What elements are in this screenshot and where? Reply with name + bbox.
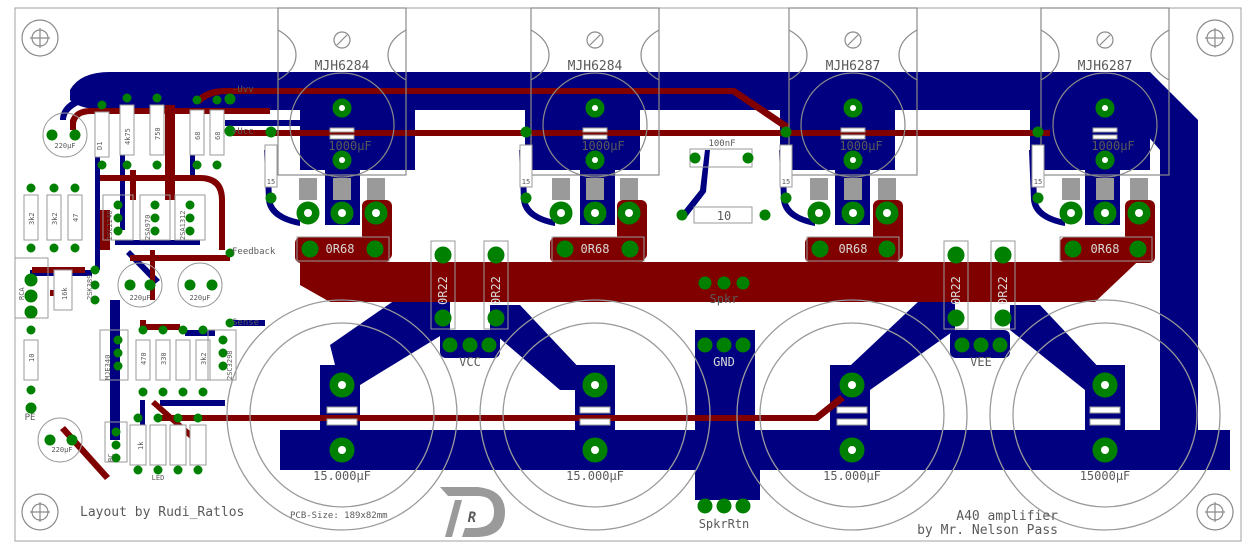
feedback-label: Feedback <box>232 247 276 257</box>
emitter-r-label-4: 0R68 <box>1091 242 1120 256</box>
q-left-label: 2SK389 <box>86 275 94 300</box>
emitter-r-label-3: 0R68 <box>839 242 868 256</box>
spkr-label: Spkr <box>710 292 739 306</box>
project-title: A40 amplifier <box>956 509 1058 524</box>
power-transistors <box>277 7 1170 178</box>
mount-hole-top-left <box>21 19 59 57</box>
transistor-label-2: MJH6284 <box>568 59 623 74</box>
transistor-q1 <box>277 7 407 178</box>
big-cap-label-3: 15.000µF <box>823 469 881 483</box>
big-cap-2 <box>479 299 711 531</box>
spkr-rtn-label: SpkrRtn <box>699 517 750 531</box>
ucc-label: +Ucc <box>232 127 254 137</box>
transistor-legs <box>299 178 1148 200</box>
resistor-outlines <box>264 144 1153 330</box>
transistor-label-3: MJH6287 <box>826 59 881 74</box>
rca-label: RCA <box>18 287 26 300</box>
c220-top-label: 220µF <box>54 142 75 150</box>
labels: MJH6284 MJH6284 MJH6287 MJH6287 1000µF 1… <box>18 59 1135 531</box>
r-3k2b-label: 3k2 <box>51 212 59 225</box>
c220-mid1-label: 220µF <box>129 294 150 302</box>
r-68a-label: 68 <box>194 132 202 140</box>
vee-label: VEE <box>970 355 992 369</box>
r-470-label: 470 <box>140 352 148 365</box>
project-author: by Mr. Nelson Pass <box>917 523 1058 538</box>
r15-label-4: 15 <box>1034 178 1042 186</box>
cap-100nf-label: 100nF <box>708 139 735 149</box>
transistor-q3 <box>788 7 918 178</box>
mount-hole-bottom-right <box>1196 493 1234 531</box>
emitter-r-label-1: 0R68 <box>326 242 355 256</box>
output-r-label-3: 0R22 <box>949 276 963 305</box>
big-cap-label-2: 15.000µF <box>566 469 624 483</box>
q-mid2-label: 2SA1312 <box>179 210 187 240</box>
r-3k2a-label: 3k2 <box>28 212 36 225</box>
q-top-label: 2SC2240 <box>106 210 114 240</box>
q-mid1-label: 2SA970 <box>144 215 152 240</box>
r-10-label: 10 <box>28 354 36 362</box>
output-r-label-4: 0R22 <box>996 276 1010 305</box>
r15-label-2: 15 <box>522 178 530 186</box>
pe-label: PE <box>25 413 36 423</box>
vcc-label: VCC <box>459 355 481 369</box>
pcb-size: PCB-Size: 189x82mm <box>290 511 388 521</box>
q-bot1-label: MJE340 <box>104 355 112 380</box>
q-bot2-label: 2SC3298 <box>226 350 234 380</box>
bc-label: BC <box>107 454 115 462</box>
r-16k-label: 16k <box>61 287 69 300</box>
r-750-label: 750 <box>154 127 162 140</box>
big-cap-label-1: 15.000µF <box>313 469 371 483</box>
r-4k75-label: 4k75 <box>124 128 132 145</box>
led-label: LED <box>152 474 165 482</box>
small-cap-label-4: 1000µF <box>1091 139 1134 153</box>
r-68b-label: 68 <box>214 132 222 140</box>
r-47-label: 47 <box>72 214 80 222</box>
mount-hole-top-right <box>1196 19 1234 57</box>
layout-credit: Layout by Rudi_Ratlos <box>80 505 244 520</box>
output-r-label-1: 0R22 <box>436 276 450 305</box>
emitter-r-label-2: 0R68 <box>581 242 610 256</box>
transistor-q2 <box>530 7 660 178</box>
uvv-label: -Uvv <box>232 85 254 95</box>
transistor-q4 <box>1040 7 1170 178</box>
small-cap-label-1: 1000µF <box>328 139 371 153</box>
output-r-label-2: 0R22 <box>489 276 503 305</box>
small-cap-label-2: 1000µF <box>581 139 624 153</box>
r-1k-label: 1k <box>137 441 145 450</box>
logo-icon: R <box>440 487 505 537</box>
d-label: D1 <box>96 142 104 150</box>
big-capacitors <box>226 299 1221 531</box>
r15-label-3: 15 <box>782 178 790 186</box>
big-cap-3 <box>736 299 968 531</box>
big-cap-symbols <box>326 406 1121 426</box>
sense-label: Sense <box>232 318 259 328</box>
c220-mid2-label: 220µF <box>189 294 210 302</box>
r10-label: 10 <box>717 209 731 223</box>
r-330-label: 330 <box>160 352 168 365</box>
r-3k2c-label: 3k2 <box>200 352 208 365</box>
logo-letter: R <box>468 510 476 526</box>
pad-holes <box>304 105 1143 454</box>
mounting-holes <box>21 19 1234 531</box>
small-cap-symbols <box>329 127 1118 140</box>
r15-label-1: 15 <box>267 178 275 186</box>
mount-hole-bottom-left <box>21 493 59 531</box>
transistor-label-1: MJH6284 <box>315 59 370 74</box>
gnd-label: GND <box>713 355 735 369</box>
c220-bot-label: 220µF <box>51 446 72 454</box>
small-cap-label-3: 1000µF <box>839 139 882 153</box>
big-cap-4 <box>989 299 1221 531</box>
transistor-label-4: MJH6287 <box>1078 59 1133 74</box>
big-cap-1 <box>226 299 458 531</box>
big-cap-label-4: 15000µF <box>1080 469 1131 483</box>
footer: Layout by Rudi_Ratlos PCB-Size: 189x82mm… <box>80 487 1058 538</box>
